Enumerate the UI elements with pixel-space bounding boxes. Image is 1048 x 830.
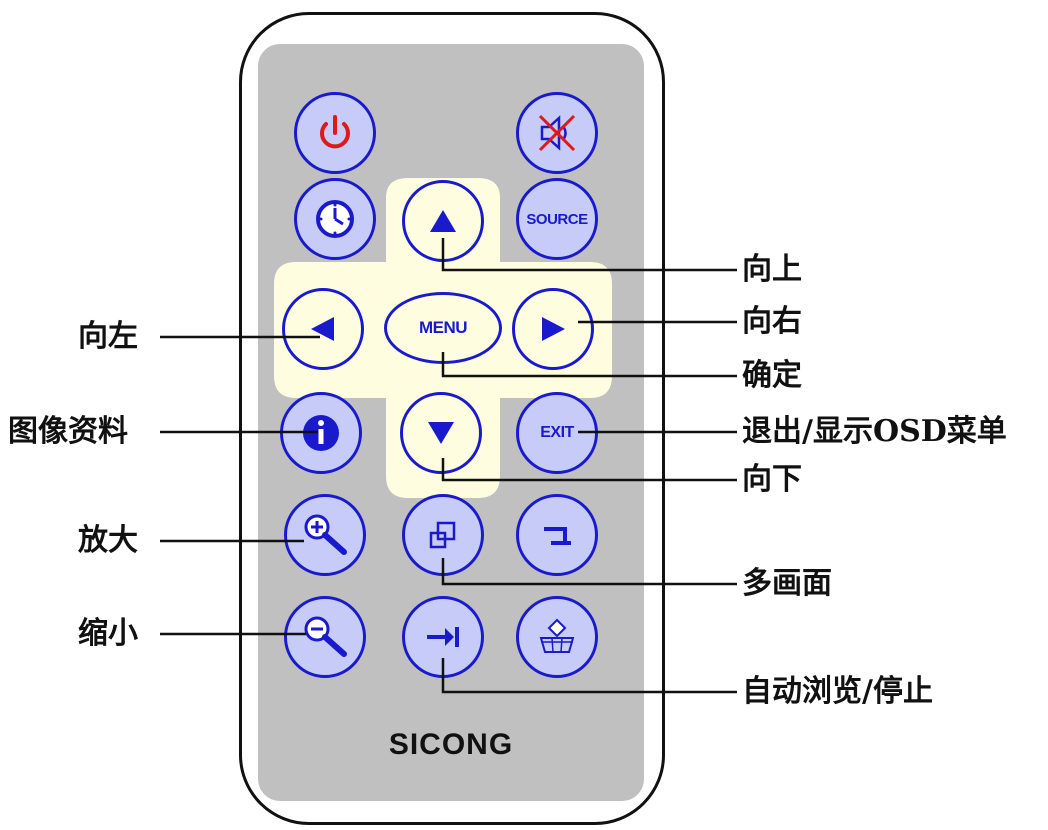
mute-button[interactable] bbox=[516, 92, 598, 174]
label-slideshow: 自动浏览/停止 bbox=[742, 674, 933, 709]
clock-button[interactable] bbox=[294, 178, 376, 260]
label-zoom-in: 放大 bbox=[78, 523, 138, 558]
info-button[interactable] bbox=[280, 392, 362, 474]
left-button[interactable] bbox=[282, 288, 364, 370]
label-down: 向下 bbox=[742, 462, 802, 497]
label-left: 向左 bbox=[78, 319, 138, 354]
label-zoom-out: 缩小 bbox=[78, 616, 138, 651]
label-right: 向右 bbox=[742, 304, 802, 339]
triangle-left-icon bbox=[311, 317, 334, 341]
zoom-out-icon bbox=[304, 616, 347, 657]
triangle-down-icon bbox=[428, 422, 454, 444]
clock-icon bbox=[316, 200, 354, 238]
label-image-info: 图像资料 bbox=[8, 414, 128, 449]
info-icon bbox=[303, 415, 339, 451]
source-label: SOURCE bbox=[526, 210, 588, 228]
menu-label: MENU bbox=[418, 318, 468, 337]
label-exit-osd: 退出/显示OSD菜单 bbox=[742, 414, 1007, 449]
return-button[interactable] bbox=[516, 494, 598, 576]
exit-label: EXIT bbox=[540, 424, 574, 441]
zoom-in-button[interactable] bbox=[284, 494, 366, 576]
triangle-right-icon bbox=[542, 317, 565, 341]
label-multi-screen: 多画面 bbox=[742, 566, 832, 601]
right-button[interactable] bbox=[512, 288, 594, 370]
label-up: 向上 bbox=[742, 252, 802, 287]
source-button[interactable]: SOURCE bbox=[516, 178, 598, 260]
menu-button[interactable]: MENU bbox=[384, 292, 502, 364]
label-ok: 确定 bbox=[742, 358, 802, 393]
multi-screen-button[interactable] bbox=[402, 494, 484, 576]
slideshow-button[interactable] bbox=[402, 596, 484, 678]
return-icon bbox=[544, 527, 571, 545]
zoom-out-button[interactable] bbox=[284, 596, 366, 678]
exit-button[interactable]: EXIT bbox=[516, 392, 598, 474]
basket-icon bbox=[539, 618, 575, 653]
basket-button[interactable] bbox=[516, 596, 598, 678]
zoom-in-icon bbox=[304, 514, 347, 555]
brand-logo: SICONG bbox=[388, 728, 514, 761]
power-button[interactable] bbox=[294, 92, 376, 174]
multi-screen-icon bbox=[429, 521, 456, 549]
power-icon bbox=[320, 115, 350, 149]
up-button[interactable] bbox=[402, 180, 484, 262]
skip-to-end-icon bbox=[427, 627, 459, 647]
down-button[interactable] bbox=[400, 392, 482, 474]
mute-icon bbox=[538, 114, 576, 152]
triangle-up-icon bbox=[430, 210, 456, 232]
